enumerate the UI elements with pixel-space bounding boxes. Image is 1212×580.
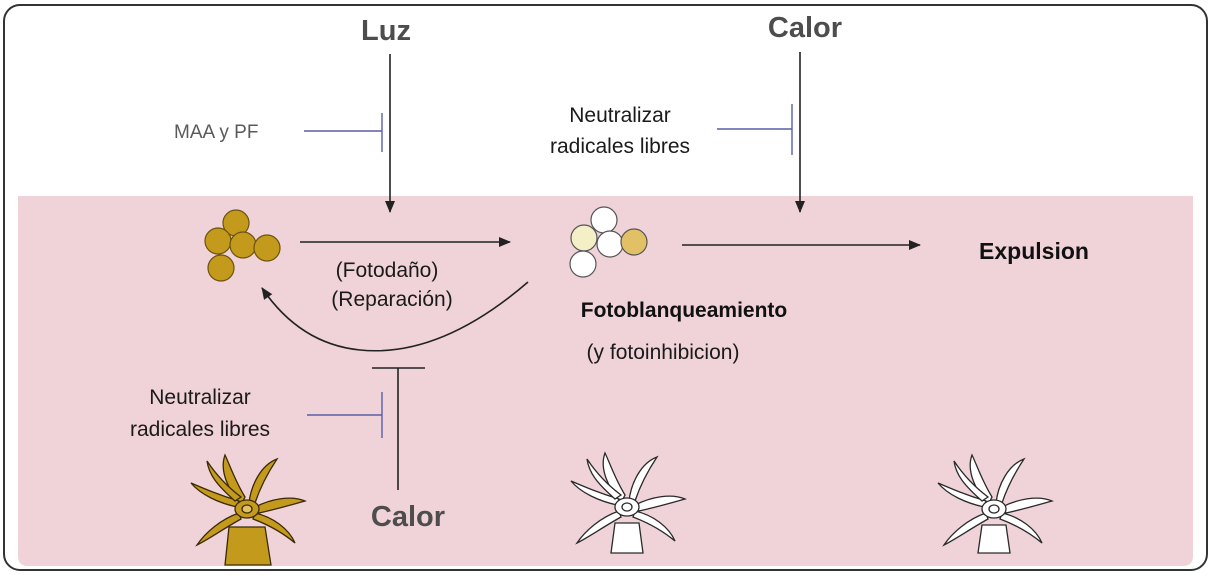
healthy-anemone-icon: [190, 453, 307, 566]
fotodano-label: (Fotodaño): [336, 259, 439, 282]
neutralizar-top-line2: radicales libres: [550, 135, 690, 158]
repair-arrow: [261, 281, 529, 352]
reparacion-label: (Reparación): [331, 288, 452, 311]
fotoblanqueamiento-label: Fotoblanqueamiento: [581, 299, 788, 322]
maa-pf-label: MAA y PF: [174, 122, 258, 143]
expulsion-label: Expulsion: [979, 238, 1089, 264]
calor-top-label: Calor: [768, 12, 842, 44]
neutralizar-bottom-line1: Neutralizar: [149, 386, 251, 409]
tissue-band: [18, 196, 1193, 566]
healthy-symbiont-cluster: [204, 209, 281, 282]
expelled-anemone-icon: [937, 453, 1054, 554]
fotoinhibicion-label: (y fotoinhibicion): [587, 341, 740, 364]
bleached-symbiont-cluster: [569, 206, 648, 278]
neutralizar-bottom-line2: radicales libres: [130, 418, 270, 441]
calor-bottom-label: Calor: [371, 501, 445, 533]
neutralizar-top-line1: Neutralizar: [569, 104, 671, 127]
bleached-anemone-icon: [570, 451, 687, 554]
luz-label: Luz: [361, 15, 411, 47]
